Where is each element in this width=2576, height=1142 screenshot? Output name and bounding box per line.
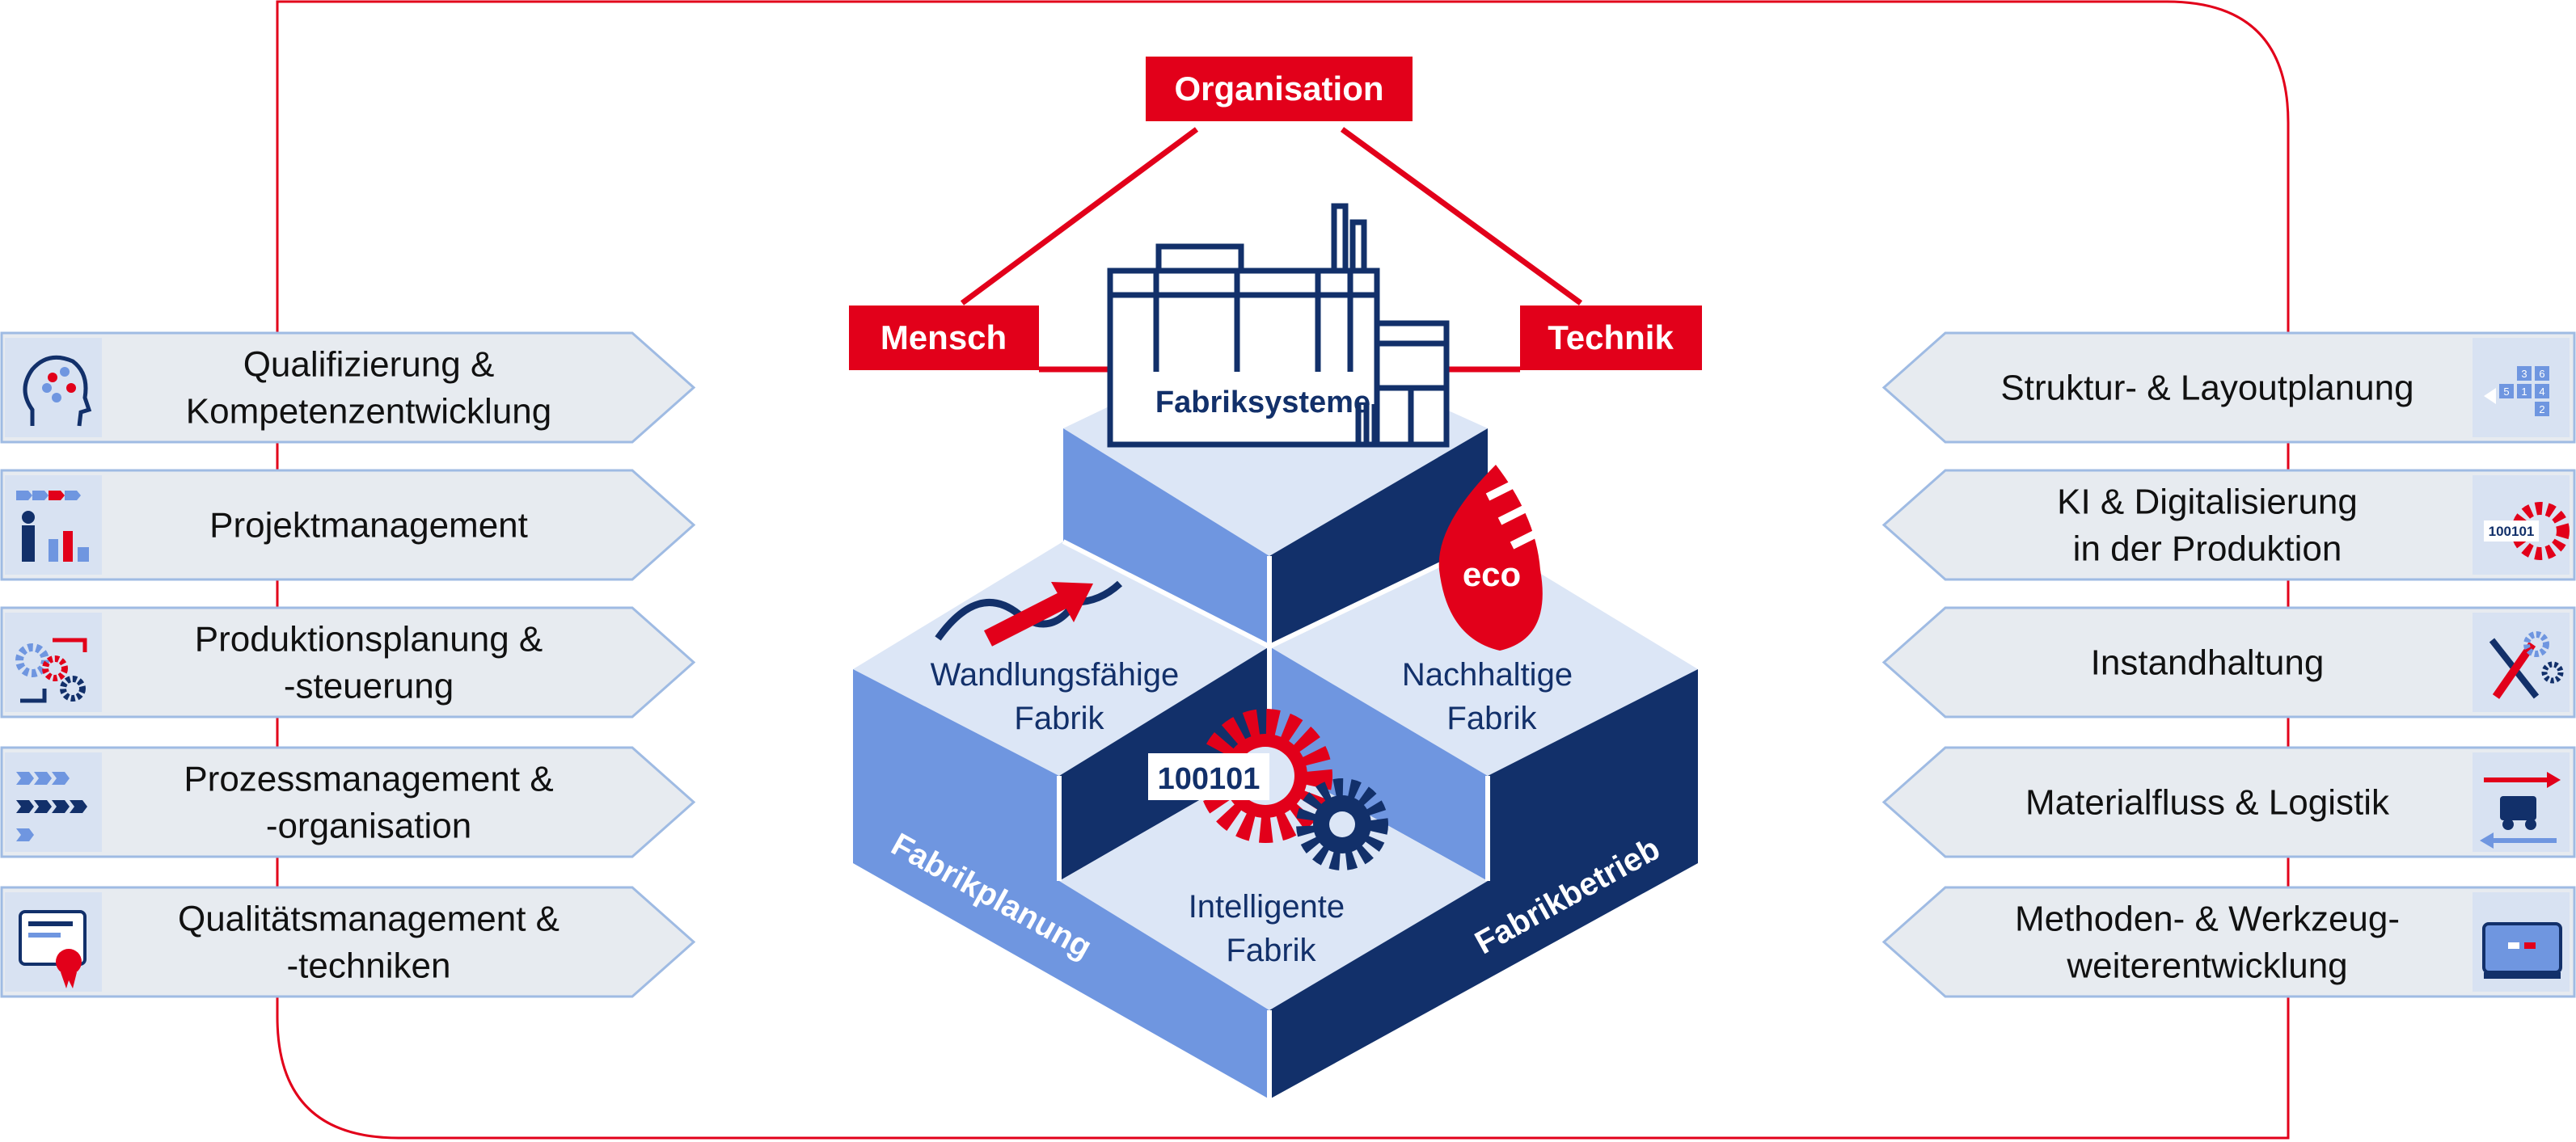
- platform-top-right: [1269, 542, 1698, 776]
- cube-side-right: [1269, 669, 1698, 1099]
- left-item-5: Qualitätsmanagement &-techniken: [0, 886, 696, 998]
- label-nachhaltige: Nachhaltige Fabrik: [1402, 657, 1581, 736]
- top-cube-left: [1063, 428, 1269, 647]
- smart-gear-icon: 100101: [1148, 709, 1388, 870]
- factory-label: Fabriksysteme: [1155, 386, 1370, 419]
- left-item-4: Prozessmanagement &-organisation: [0, 746, 696, 858]
- svg-text:3: 3: [2521, 368, 2527, 380]
- gears-cycle-icon: [5, 613, 102, 712]
- presenter-chart-icon: [5, 475, 102, 575]
- label-intelligente: Intelligente Fabrik: [1189, 889, 1354, 968]
- process-arrows-icon: [5, 752, 102, 852]
- outer-frame: [276, 0, 2290, 1140]
- triangle-lines: [960, 127, 1583, 373]
- svg-text:5: 5: [2503, 386, 2509, 398]
- transformation-arrow-icon: [935, 580, 1123, 647]
- svg-text:1: 1: [2521, 386, 2527, 398]
- svg-text:Mensch: Mensch: [880, 318, 1007, 356]
- left-item-label: Qualitätsmanagement &-techniken: [178, 900, 560, 986]
- right-item-label: Instandhaltung: [2091, 643, 2325, 683]
- top-cube-right: [1269, 428, 1488, 647]
- right-item-4: Materialfluss & Logistik: [1881, 746, 2576, 858]
- laptop-tool-icon: [2473, 892, 2570, 992]
- svg-text:4: 4: [2539, 386, 2544, 398]
- box-technik: Technik: [1520, 306, 1702, 370]
- right-item-3: Instandhaltung: [1881, 606, 2576, 718]
- left-item-3: Produktionsplanung &-steuerung: [0, 606, 696, 718]
- svg-text:Technik: Technik: [1548, 318, 1674, 356]
- eco-label: eco: [1463, 555, 1521, 593]
- left-item-1: Qualifizierung &Kompetenzentwicklung: [0, 331, 696, 444]
- svg-text:6: 6: [2539, 368, 2544, 380]
- box-mensch: Mensch: [849, 306, 1039, 370]
- svg-text:Organisation: Organisation: [1174, 70, 1383, 107]
- left-item-2: Projektmanagement: [0, 469, 696, 581]
- factory-building-icon: [1107, 203, 1450, 448]
- digital-gear-icon: 100101: [2473, 475, 2570, 575]
- right-item-label: Methoden- & Werkzeug-weiterentwicklung: [2015, 900, 2400, 986]
- qm-certificate-icon: [5, 892, 102, 992]
- eco-leaf-icon: eco: [1438, 465, 1547, 651]
- left-item-label: Prozessmanagement &-organisation: [184, 760, 553, 846]
- platform-top-left: [853, 542, 1269, 776]
- right-item-label: Materialfluss & Logistik: [2025, 783, 2390, 823]
- svg-text:100101: 100101: [2489, 524, 2535, 539]
- left-item-label: Produktionsplanung &-steuerung: [195, 620, 543, 706]
- left-item-label: Projektmanagement: [209, 506, 528, 546]
- box-organisation: Organisation: [1146, 57, 1413, 121]
- logistics-cart-icon: [2473, 752, 2570, 852]
- cube-side-left: [853, 669, 1269, 1099]
- label-wandlungsfaehige: Wandlungsfähige Fabrik: [931, 657, 1189, 736]
- head-network-icon: [5, 338, 102, 437]
- left-item-label: Qualifizierung &Kompetenzentwicklung: [186, 345, 551, 432]
- svg-text:2: 2: [2539, 403, 2544, 415]
- binary-label: 100101: [1158, 762, 1261, 796]
- right-item-label: Struktur- & Layoutplanung: [2000, 369, 2413, 408]
- wrench-gear-icon: [2473, 613, 2570, 712]
- pit-right-wall: [1269, 647, 1488, 881]
- right-item-5: Methoden- & Werkzeug-weiterentwicklung: [1881, 886, 2576, 998]
